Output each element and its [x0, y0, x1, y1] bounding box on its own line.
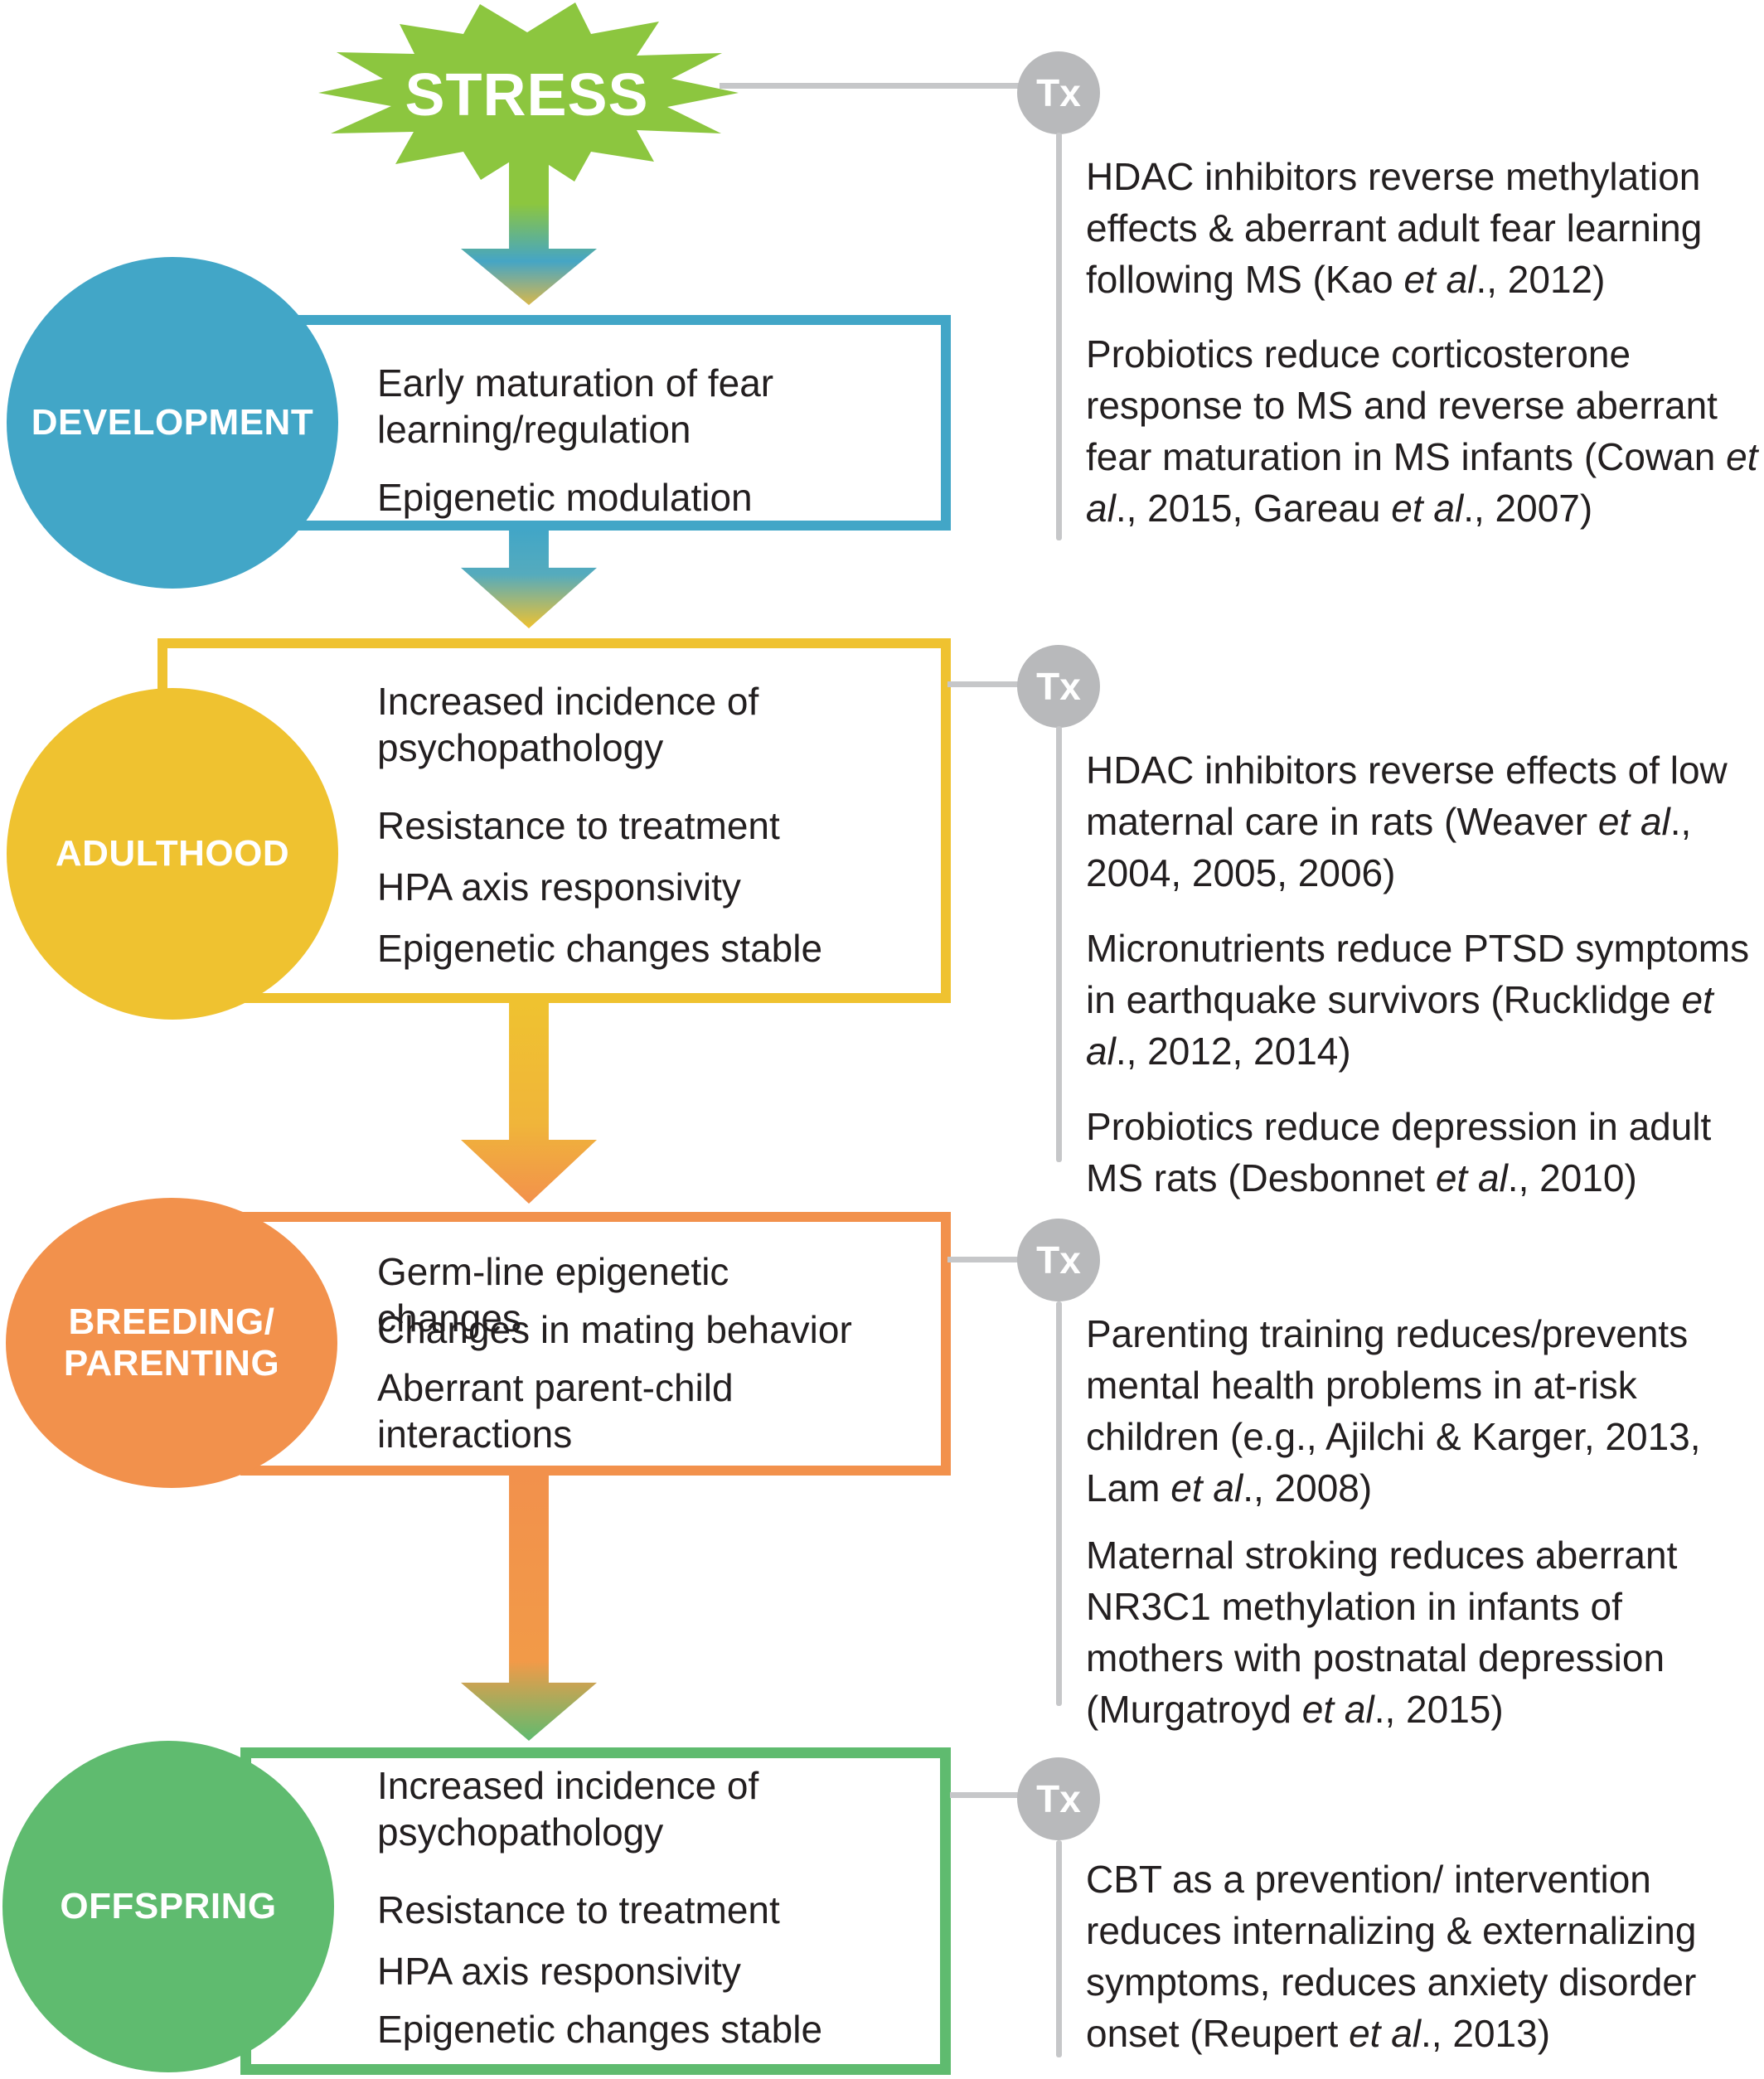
development-item-1: Early maturation of fear learning/regula… — [377, 361, 774, 451]
tx-badge-1: Tx — [1017, 51, 1100, 134]
connector-stress-tx — [720, 83, 1028, 89]
breeding-label-line2: PARENTING — [63, 1343, 280, 1384]
treatment-text-6: Parenting training reduces/prevents ment… — [1086, 1312, 1701, 1510]
arrow-breeding-to-offspring — [461, 1476, 597, 1741]
breeding-box — [240, 1212, 951, 1476]
tx-dropline-3 — [1056, 1301, 1062, 1706]
development-label: DEVELOPMENT — [31, 402, 314, 443]
starburst-shape — [318, 2, 739, 182]
treatment-text-2: Probiotics reduce corticosterone respons… — [1086, 332, 1758, 530]
breeding-label: BREEDING/ PARENTING — [64, 1301, 279, 1384]
stress-starburst — [313, 0, 740, 189]
offspring-item-2: Resistance to treatment — [377, 1888, 780, 1931]
arrow-adulthood-to-breeding — [461, 1003, 597, 1204]
arrow-development-to-adulthood — [461, 531, 597, 628]
connector-adulthood-tx — [947, 681, 1028, 687]
tx-dropline-1 — [1056, 133, 1062, 540]
tx-badge-3-label: Tx — [1036, 1238, 1081, 1282]
adulthood-item-1: Increased incidence of psychopathology — [377, 680, 759, 769]
treatment-text-4: Micronutrients reduce PTSD symptoms in e… — [1086, 927, 1750, 1073]
offspring-box — [240, 1747, 951, 2075]
treatment-text-7: Maternal stroking reduces aberrant NR3C1… — [1086, 1534, 1678, 1731]
adulthood-label: ADULTHOOD — [55, 833, 290, 874]
breeding-item-3: Aberrant parent-child interactions — [377, 1366, 734, 1456]
tx-badge-4-label: Tx — [1036, 1777, 1081, 1820]
tx-dropline-2 — [1056, 726, 1062, 1162]
offspring-label: OFFSPRING — [60, 1886, 277, 1926]
adulthood-item-4: Epigenetic changes stable — [377, 927, 823, 970]
adulthood-item-2: Resistance to treatment — [377, 804, 780, 847]
breeding-circle: BREEDING/ PARENTING — [6, 1198, 337, 1488]
treatment-text-1: HDAC inhibitors reverse methylation effe… — [1086, 155, 1703, 301]
breeding-item-1: Germ-line epigenetic changes — [377, 1250, 729, 1340]
tx-badge-1-label: Tx — [1036, 71, 1081, 114]
adulthood-circle: ADULTHOOD — [7, 688, 338, 1020]
offspring-item-3: HPA axis responsivity — [377, 1950, 741, 1993]
treatment-text-5: Probiotics reduce depression in adult MS… — [1086, 1105, 1712, 1199]
tx-dropline-4 — [1056, 1840, 1062, 2057]
adulthood-item-3: HPA axis responsivity — [377, 865, 741, 909]
development-circle: DEVELOPMENT — [7, 257, 338, 589]
tx-badge-3: Tx — [1017, 1219, 1100, 1301]
offspring-circle: OFFSPRING — [2, 1741, 334, 2072]
development-item-2: Epigenetic modulation — [377, 476, 753, 519]
treatment-text-3: HDAC inhibitors reverse effects of low m… — [1086, 749, 1728, 894]
tx-badge-4: Tx — [1017, 1757, 1100, 1840]
breeding-item-2: Changes in mating behavior — [377, 1308, 852, 1351]
offspring-item-4: Epigenetic changes stable — [377, 2008, 823, 2051]
treatment-text-8: CBT as a prevention/ intervention reduce… — [1086, 1858, 1697, 2055]
connector-offspring-tx — [950, 1792, 1028, 1798]
connector-breeding-tx — [947, 1257, 1028, 1262]
breeding-label-line1: BREEDING/ — [68, 1301, 275, 1342]
tx-badge-2: Tx — [1017, 645, 1100, 728]
offspring-item-1: Increased incidence of psychopathology — [377, 1764, 759, 1854]
tx-badge-2-label: Tx — [1036, 665, 1081, 708]
stress-title: STRESS — [405, 62, 649, 128]
